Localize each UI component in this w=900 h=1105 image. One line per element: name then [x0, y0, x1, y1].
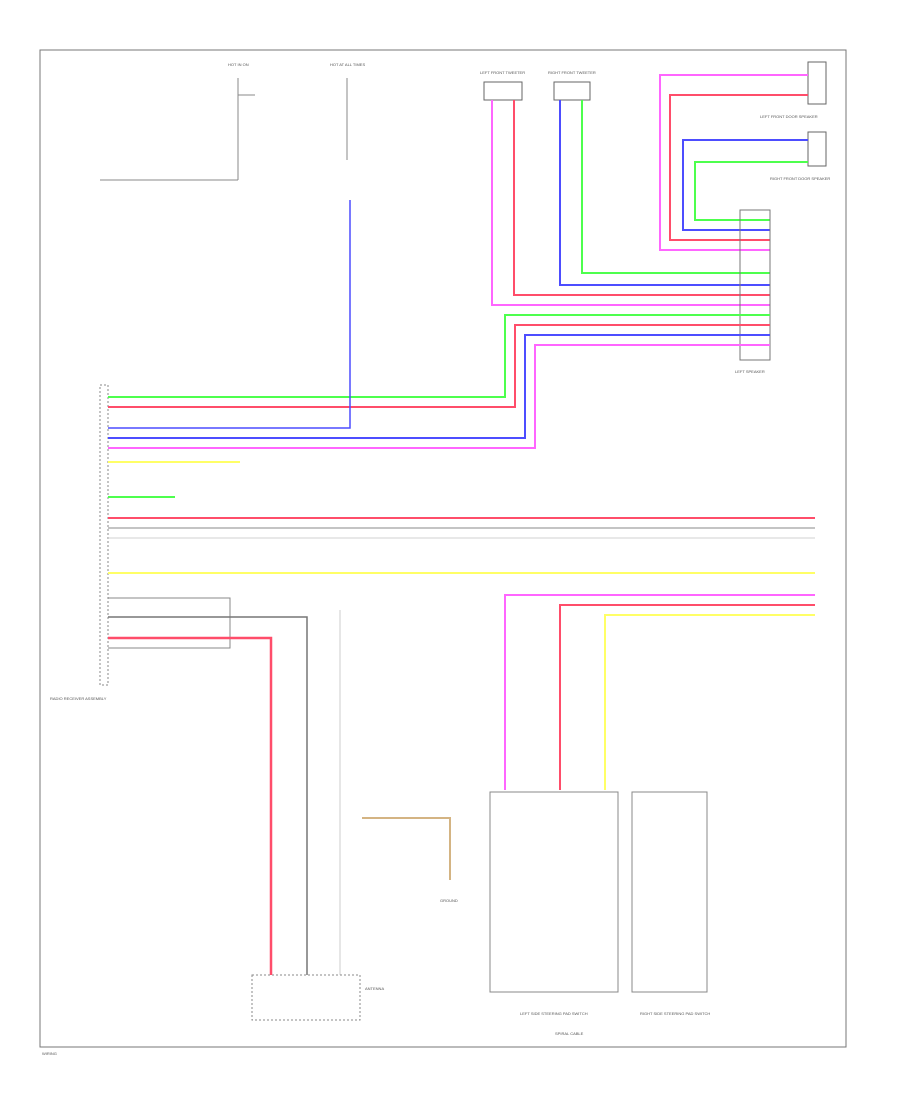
antenna-connector [251, 974, 361, 1021]
right-steering-switch [631, 791, 708, 993]
right-door-speaker-label: RIGHT FRONT DOOR SPEAKER [770, 176, 830, 181]
bus-wires [108, 461, 815, 574]
radio-receiver-box [99, 384, 109, 686]
diagram-frame [39, 49, 847, 1048]
antenna-feed-wires [108, 597, 341, 975]
antenna-label: ANTENNA [365, 986, 384, 991]
right-door-speaker-box [807, 131, 827, 167]
radio-label: RADIO RECEIVER ASSEMBLY [50, 696, 107, 701]
fuse-label-2: HOT AT ALL TIMES [330, 62, 365, 67]
spiral-cable-label: SPIRAL CABLE [555, 1031, 584, 1036]
door-speaker-wires [659, 74, 808, 251]
left-steering-switch [489, 791, 619, 993]
left-tweeter-box [483, 81, 523, 101]
left-switch-label: LEFT SIDE STEERING PAD SWITCH [520, 1011, 588, 1016]
connector-label: LEFT SPEAKER [735, 369, 765, 374]
ground-wire [362, 817, 451, 880]
steering-wires [504, 594, 815, 790]
speaker-connector [739, 209, 771, 361]
tweeter-wires [491, 100, 770, 306]
radio-output-wires [108, 200, 770, 449]
right-tweeter-box [553, 81, 591, 101]
fuse-label-1: HOT IN ON [228, 62, 249, 67]
footer-label: WIRING [42, 1051, 57, 1056]
left-tweeter-label: LEFT FRONT TWEETER [480, 70, 525, 75]
fuse-feed-1 [100, 78, 255, 181]
left-door-speaker-label: LEFT FRONT DOOR SPEAKER [760, 114, 818, 119]
ground-label: GROUND [440, 898, 458, 903]
right-switch-label: RIGHT SIDE STEERING PAD SWITCH [640, 1011, 710, 1016]
right-tweeter-label: RIGHT FRONT TWEETER [548, 70, 596, 75]
left-door-speaker-box [807, 61, 827, 105]
